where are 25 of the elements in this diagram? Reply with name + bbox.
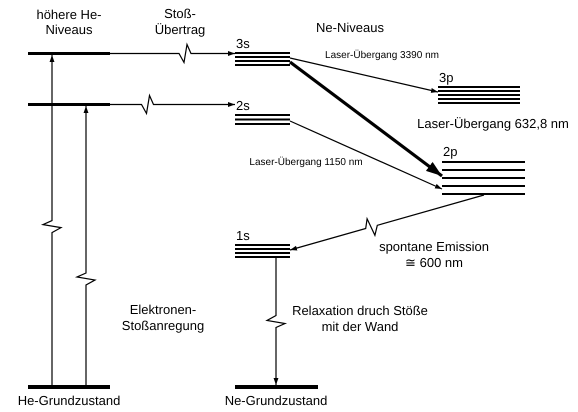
level-label: 2p (443, 144, 458, 159)
process-label: Stoß- Übertrag (154, 6, 206, 38)
arrow (289, 60, 443, 178)
arrow (40, 55, 63, 385)
level-label: 3s (236, 36, 250, 51)
arrow (74, 106, 97, 385)
arrow (110, 42, 235, 64)
level-label: höhere He-Niveaus (35, 7, 103, 37)
arrow (290, 57, 438, 93)
arrow (290, 194, 484, 251)
edge-label: Relaxation druch Stöße mit der Wand (291, 303, 429, 334)
level-label: 1s (236, 228, 250, 243)
edge-label: Laser-Übergang 632,8 nm (416, 116, 570, 132)
process-label: Elektronen- Stoßanregung (120, 302, 206, 334)
arrow (290, 120, 442, 190)
level-label: He-Grundzustand (18, 393, 120, 408)
level-label: 3p (439, 70, 454, 85)
edge-label: Laser-Übergang 3390 nm (324, 50, 440, 62)
arrow (265, 258, 288, 385)
edge-label: Laser-Übergang 1150 nm (248, 157, 364, 169)
level-label: Ne-Grundzustand (224, 393, 328, 408)
group-heading: Ne-Niveaus (315, 20, 385, 36)
level-label: 2s (236, 98, 250, 113)
arrow (110, 93, 235, 116)
edge-label: spontane Emission ≅ 600 nm (378, 239, 490, 270)
